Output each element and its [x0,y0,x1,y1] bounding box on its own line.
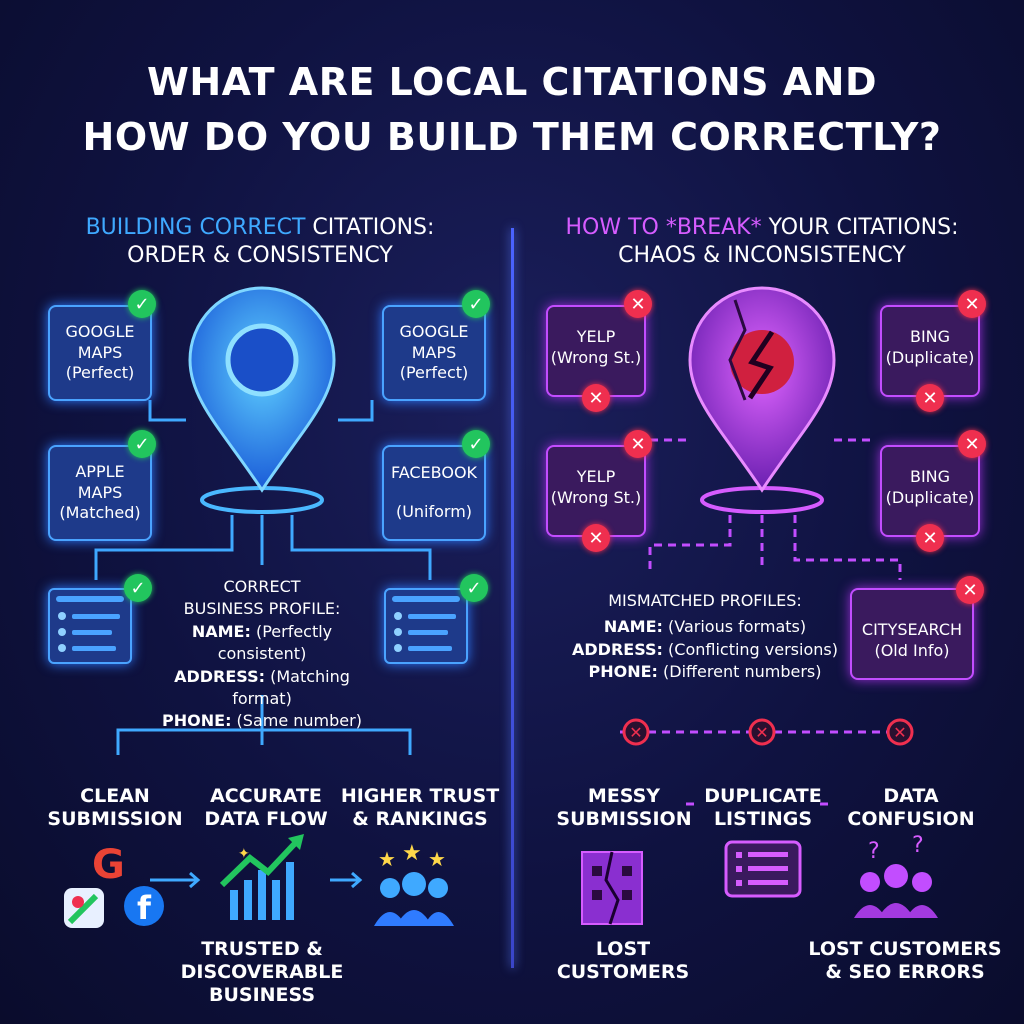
citation-card-citysearch: CITYSEARCH (Old Info) [850,588,974,680]
citation-card-apple-maps: APPLE MAPS (Matched) [48,445,152,541]
svg-text:★: ★ [402,841,422,866]
error-icon: ✕ [956,576,984,604]
profile-name-row: NAME: (Various formats) [603,617,807,637]
svg-text:✦: ✦ [238,846,250,862]
citation-card-yelp-2: YELP (Wrong St.) [546,445,646,537]
google-icon: G [92,842,125,888]
right-heading: HOW TO *BREAK* YOUR CITATIONS: [512,215,1012,240]
page-title-line2: HOW DO YOU BUILD THEM CORRECTLY? [82,115,942,159]
error-icon: ✕ [582,384,610,412]
card-status: (Duplicate) [885,487,975,507]
svg-text:★: ★ [428,847,446,871]
svg-text:✕: ✕ [755,723,768,742]
step-higher-trust: HIGHER TRUST& RANKINGS [340,785,500,830]
correct-business-profile: CORRECT BUSINESS PROFILE: NAME: (Perfect… [150,576,374,733]
card-name: CITYSEARCH [861,620,963,639]
card-status: (Old Info) [874,640,950,660]
mismatched-profiles: MISMATCHED PROFILES: NAME: (Various form… [560,590,850,684]
right-heading-rest: YOUR CITATIONS: [761,215,959,240]
location-pin-icon [188,286,336,514]
card-status: (Duplicate) [885,347,975,367]
check-icon: ✓ [128,290,156,318]
left-subheading: ORDER & CONSISTENCY [127,243,393,268]
left-heading-accent: BUILDING CORRECT [85,215,306,240]
right-heading-accent: HOW TO *BREAK* [565,215,762,240]
error-icon: ✕ [582,524,610,552]
card-name: GOOGLE [65,321,135,341]
left-heading-rest: CITATIONS: [305,215,435,240]
list-document-icon [724,840,802,898]
citation-card-bing-2: BING (Duplicate) [880,445,980,537]
card-status: (Wrong St.) [550,487,642,507]
page-title-line1: WHAT ARE LOCAL CITATIONS AND [146,60,878,104]
card-status: (Perfect) [399,363,469,383]
profile-title: CORRECT [223,577,301,596]
profile-card-icon [384,588,468,664]
profile-phone-row: PHONE: (Different numbers) [588,662,822,682]
card-name: BING [909,327,951,346]
profile-subtitle: BUSINESS PROFILE: [183,599,341,619]
broken-building-icon [581,851,643,925]
card-status: (Uniform) [395,502,473,521]
error-icon: ✕ [958,290,986,318]
confused-users-icon: ? ? [854,833,938,918]
card-name-line2: MAPS [77,482,123,502]
error-icon: ✕ [624,430,652,458]
check-icon: ✓ [124,574,152,602]
error-icon: ✕ [624,290,652,318]
card-status: (Wrong St.) [550,347,642,367]
happy-users-icon: ★ ★ ★ [374,841,454,926]
error-icon: ✕ [958,430,986,458]
error-nodes: ✕ ✕ ✕ [622,718,914,746]
facebook-icon: f [124,886,164,927]
profile-address-row: ADDRESS: (Matching format) [174,666,350,708]
citation-card-yelp-1: YELP (Wrong St.) [546,305,646,397]
svg-text:★: ★ [378,847,396,871]
profile-name-row: NAME: (Perfectly consistent) [191,621,333,664]
card-name: GOOGLE [399,321,469,341]
card-status: (Perfect) [65,363,135,383]
card-name: APPLE [75,461,125,481]
card-name-line2: MAPS [411,342,457,362]
error-icon: ✕ [916,384,944,412]
citation-card-google-maps-1: GOOGLE MAPS (Perfect) [48,305,152,401]
check-icon: ✓ [462,290,490,318]
svg-text:?: ? [868,839,880,864]
card-name: FACEBOOK [390,463,478,483]
right-subheading: CHAOS & INCONSISTENCY [618,243,906,268]
citation-card-bing-1: BING (Duplicate) [880,305,980,397]
citation-card-google-maps-2: GOOGLE MAPS (Perfect) [382,305,486,401]
profile-phone-row: PHONE: (Same number) [162,711,362,731]
card-name: YELP [576,467,616,486]
citation-card-facebook: FACEBOOK (Uniform) [382,445,486,541]
check-icon: ✓ [462,430,490,458]
svg-text:✕: ✕ [893,723,906,742]
maps-icon [64,888,104,928]
card-name-line2: MAPS [77,342,123,362]
error-icon: ✕ [916,524,944,552]
check-icon: ✓ [128,430,156,458]
card-name: BING [909,467,951,486]
lost-customers-seo-result: LOST CUSTOMERS& SEO ERRORS [808,938,1002,983]
broken-location-pin-icon [688,286,836,514]
profile-address-row: ADDRESS: (Conflicting versions) [572,639,838,659]
svg-text:?: ? [912,833,924,858]
chart-growth-icon: ✦ [219,834,304,920]
card-status: (Matched) [59,503,141,523]
check-icon: ✓ [460,574,488,602]
profile-card-icon [48,588,132,664]
center-divider [511,228,514,968]
svg-text:✕: ✕ [629,723,642,742]
left-heading: BUILDING CORRECT CITATIONS: [10,215,510,240]
profile-title: MISMATCHED PROFILES: [608,591,802,610]
card-name: YELP [576,327,616,346]
